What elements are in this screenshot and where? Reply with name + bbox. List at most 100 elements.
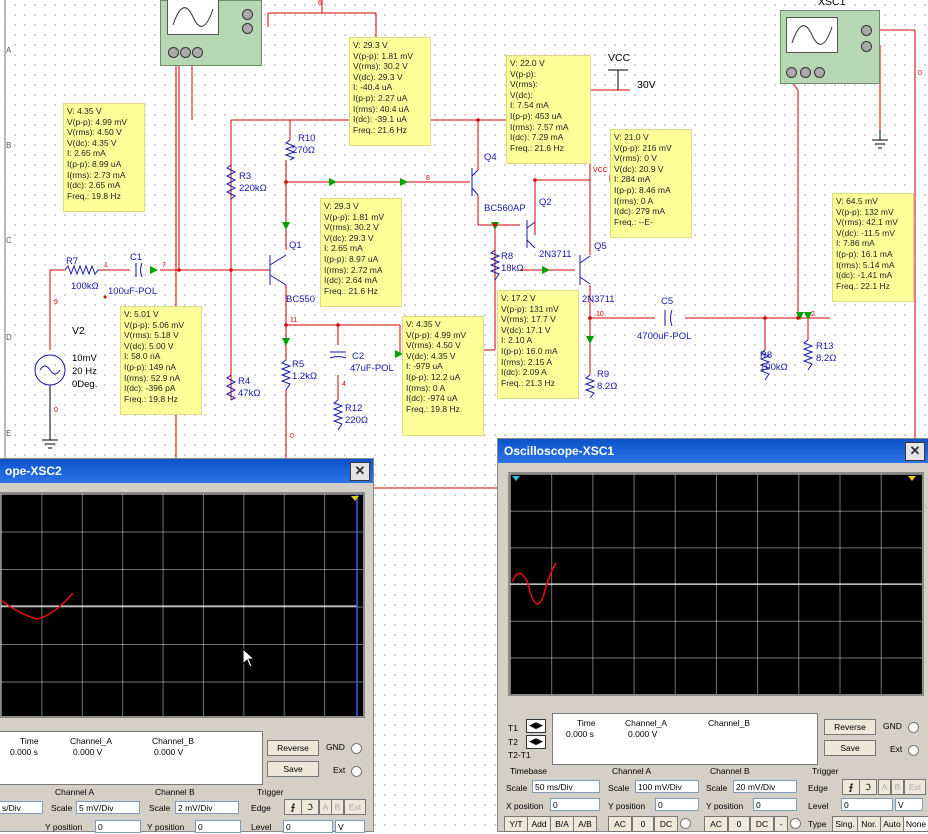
channel-b-coupling-radio[interactable] <box>790 818 801 829</box>
save-button[interactable]: Save <box>267 761 319 777</box>
terminal-t[interactable] <box>861 41 872 52</box>
trigger-b-button[interactable]: B <box>331 799 344 815</box>
xsc2-display[interactable] <box>0 492 365 718</box>
gnd-radio[interactable] <box>351 743 362 754</box>
channel-a-y-position-field[interactable]: 0 <box>655 798 699 811</box>
rising-edge-button[interactable]: ⨍ <box>284 799 302 815</box>
probe-reading: V(rms): 30.2 V <box>324 222 379 233</box>
falling-edge-button[interactable]: ℑ <box>859 779 877 795</box>
channel-b-scale-field[interactable]: 2 mV/Div <box>175 801 239 814</box>
type-label: Type <box>808 819 827 829</box>
val-channel-a: 0.000 V <box>73 747 103 757</box>
xsc2-titlebar[interactable]: ope-XSC2 ✕ <box>0 459 373 483</box>
terminal-ground[interactable] <box>800 67 811 78</box>
probe-reading: Freq.: --E- <box>614 216 653 227</box>
channel-a-scale-field[interactable]: 100 mV/Div <box>635 780 699 793</box>
row-label-c: C <box>6 236 12 245</box>
oscilloscope-xsc2-window[interactable]: ope-XSC2 ✕ Time Channel_A Channel_B 0.00… <box>0 458 374 833</box>
probe-reading: V(dc): 17.1 V <box>501 324 551 335</box>
terminal-b[interactable] <box>192 47 203 58</box>
cursor-t1-arrows-icon[interactable]: ◀▶ <box>526 719 546 733</box>
terminal-t[interactable] <box>242 23 253 34</box>
probe-reading: Freq.: 21.6 Hz <box>510 142 564 153</box>
xsc1-titlebar[interactable]: Oscilloscope-XSC1 ✕ <box>498 439 928 463</box>
terminal-g[interactable] <box>242 9 253 20</box>
close-button[interactable]: ✕ <box>905 442 925 461</box>
val-channel-a: 0.000 V <box>628 729 658 739</box>
channel-b-scale-label: Scale <box>706 783 728 793</box>
rising-edge-button[interactable]: ⨍ <box>842 779 860 795</box>
xsc1-display[interactable] <box>508 472 924 696</box>
reverse-button[interactable]: Reverse <box>267 740 319 756</box>
channel-a-y-position-field[interactable]: 0 <box>95 820 141 833</box>
cursor-t2-arrows-icon[interactable]: ◀▶ <box>526 735 546 749</box>
save-button[interactable]: Save <box>824 740 876 756</box>
probe-reading: Freq.: 21.3 Hz <box>501 377 555 388</box>
channel-a-scale-field[interactable]: 5 mV/Div <box>76 801 140 814</box>
hdr-time: Time <box>577 718 596 728</box>
c1-label: C1 <box>130 252 143 263</box>
trigger-level-unit[interactable]: V <box>895 798 923 811</box>
probe-reading: V: 64.5 mV <box>836 196 878 206</box>
channel-b-scale-field[interactable]: 20 mV/Div <box>733 780 797 793</box>
terminal-g[interactable] <box>861 25 872 36</box>
trigger-ext-button[interactable]: Ext <box>344 799 366 815</box>
gnd-radio[interactable] <box>908 722 919 733</box>
channel-b-zero-button[interactable]: 0 <box>728 816 750 832</box>
r9-label: R9 <box>597 369 610 380</box>
probe-reading: V(rms): 30.2 V <box>353 61 408 72</box>
probe-reading: I(rms): 0 A <box>406 382 446 393</box>
probe-reading: I(rms): 2.72 mA <box>324 264 383 275</box>
oscilloscope-xsc1-icon[interactable] <box>780 10 880 84</box>
trigger-ext-button[interactable]: Ext <box>904 779 926 795</box>
r7-label: R7 <box>66 256 79 267</box>
terminal-ground[interactable] <box>180 47 191 58</box>
terminal-a[interactable] <box>786 67 797 78</box>
scale-label: Scale <box>51 803 73 813</box>
trigger-a-button[interactable]: A <box>878 779 891 795</box>
probe-reading: V(rms): 17.7 V <box>501 314 556 325</box>
terminal-b[interactable] <box>814 67 825 78</box>
ext-radio[interactable] <box>908 745 919 756</box>
x-position-field[interactable]: 0 <box>550 798 600 811</box>
c2-label: C2 <box>352 351 365 362</box>
probe-reading: I(dc): -396 pA <box>124 383 176 394</box>
reverse-button[interactable]: Reverse <box>824 719 876 735</box>
trigger-level-field[interactable]: 0 <box>283 820 333 833</box>
xsc1-readout: Time Channel_A Channel_B 0.000 s 0.000 V <box>552 713 818 765</box>
ext-radio[interactable] <box>351 766 362 777</box>
channel-b-y-position-field[interactable]: 0 <box>753 798 797 811</box>
probe-reading: V: 5.01 V <box>124 309 159 319</box>
oscilloscope-xsc1-window[interactable]: Oscilloscope-XSC1 ✕ ◀▶ ◀▶ T1 T2 T2-T1 Ti… <box>497 438 928 832</box>
v2-label: V2 <box>72 325 85 337</box>
trigger-level-unit[interactable]: V <box>335 820 365 833</box>
trigger-level-field[interactable]: 0 <box>841 798 893 811</box>
channel-a-coupling-radio[interactable] <box>680 818 691 829</box>
q5-model: 2N3711 <box>582 294 615 305</box>
probe-reading: V(dc): 5.00 V <box>124 340 174 351</box>
oscilloscope-xsc2-icon[interactable] <box>160 0 262 66</box>
close-button[interactable]: ✕ <box>350 462 370 481</box>
falling-edge-button[interactable]: ℑ <box>301 799 319 815</box>
v2-amplitude: 10mV <box>72 353 97 364</box>
timebase-scale-field[interactable]: 50 ms/Div <box>532 780 600 793</box>
hdr-channel-a: Channel_A <box>625 718 668 728</box>
timebase-scale-field[interactable]: s/Div <box>0 801 43 814</box>
terminal-a[interactable] <box>168 47 179 58</box>
probe-reading: V(dc): -11.5 mV <box>836 227 895 238</box>
trigger-b-button[interactable]: B <box>891 779 904 795</box>
r3-label: R3 <box>239 171 252 182</box>
channel-b-y-position-field[interactable]: 0 <box>195 820 241 833</box>
probe-reading: I(rms): 5.14 mA <box>836 259 895 270</box>
probe-reading: Freq.: 19.8 Hz <box>124 393 178 404</box>
